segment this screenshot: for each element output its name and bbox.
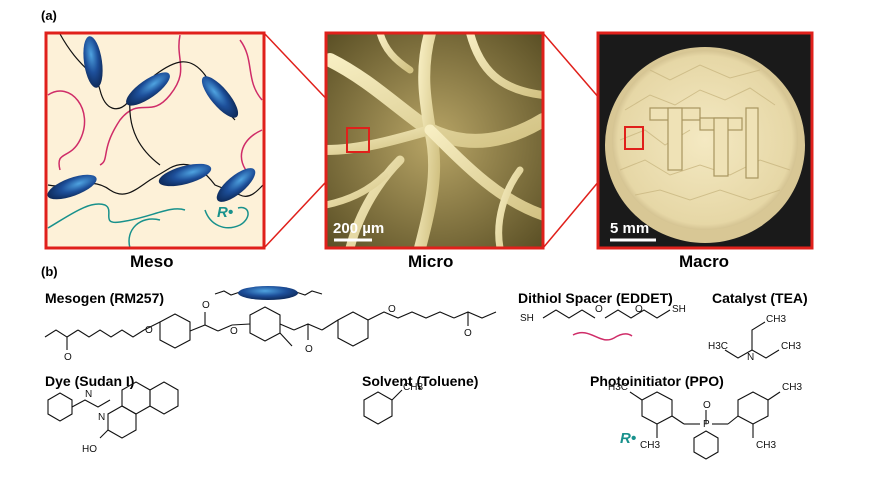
title-photoinitiator: Photoinitiator (PPO) — [590, 373, 724, 389]
mesogen-ellipsoid — [216, 168, 256, 202]
caption-macro: Macro — [679, 252, 730, 271]
caption-meso: Meso — [130, 252, 174, 271]
atom-sh: SH — [672, 304, 686, 315]
meso-panel — [44, 31, 266, 250]
mesogen-ellipsoid — [126, 72, 170, 106]
spacer-chain — [239, 39, 263, 101]
atom-h3c: H3C — [608, 382, 628, 393]
panel-a-label: (a) — [41, 8, 57, 23]
atom-o: O — [464, 328, 472, 339]
sudan-structure — [47, 381, 179, 439]
atom-o: O — [305, 344, 313, 355]
spacer-chain — [47, 90, 86, 171]
atom-sh: SH — [520, 313, 534, 324]
atom-o: O — [703, 400, 711, 411]
atom-ch3: CH3 — [766, 314, 786, 325]
atom-n: N — [85, 389, 92, 400]
mesogen-ellipsoid — [47, 174, 97, 200]
macro-panel — [596, 31, 814, 250]
atom-o: O — [64, 352, 72, 363]
title-solvent: Solvent (Toluene) — [362, 373, 479, 389]
atom-o: O — [145, 325, 153, 336]
mesogen-icon — [238, 286, 298, 300]
meso-radical-label: R• — [217, 204, 233, 221]
micro-panel — [324, 31, 545, 250]
eddet-structure — [542, 309, 671, 319]
ppo-structure — [629, 391, 781, 460]
atom-p: P — [703, 419, 710, 430]
meso-frame — [44, 31, 266, 250]
atom-ch3: CH3 — [781, 341, 801, 352]
atom-n: N — [747, 352, 754, 363]
mesogen-ellipsoid — [201, 76, 239, 118]
atom-ch3: CH3 — [640, 440, 660, 451]
macro-frame — [596, 31, 814, 250]
panel-b-label: (b) — [41, 264, 58, 279]
title-mesogen: Mesogen (RM257) — [45, 290, 165, 306]
mesogen-ellipsoid — [83, 36, 103, 88]
micro-zoom-box — [346, 127, 370, 153]
atom-o: O — [635, 304, 643, 315]
multiscale-figure: R• 200 µm — [44, 31, 814, 250]
atom-h3c: H3C — [708, 341, 728, 352]
spacer-chain — [99, 34, 182, 166]
toluene-structure — [363, 389, 403, 425]
title-dithiol: Dithiol Spacer (EDDET) — [518, 290, 673, 306]
mesogen-icon-tail — [214, 290, 241, 296]
atom-ch3: CH3 — [782, 382, 802, 393]
radical-chain — [128, 218, 161, 248]
atom-ch3: CH3 — [756, 440, 776, 451]
atom-o: O — [388, 304, 396, 315]
caption-micro: Micro — [408, 252, 454, 271]
macro-scale-label: 5 mm — [610, 220, 649, 237]
chemical-structures: O O O O O O O SH O O SH N CH3 H3C CH3 — [44, 286, 802, 460]
spacer-icon — [572, 332, 633, 341]
micro-scale-label: 200 µm — [333, 220, 384, 237]
title-dye: Dye (Sudan I) — [45, 373, 135, 389]
atom-o: O — [595, 304, 603, 315]
atom-n: N — [98, 412, 105, 423]
title-catalyst: Catalyst (TEA) — [712, 290, 808, 306]
ppo-radical-label: R• — [620, 430, 636, 447]
tea-structure — [724, 321, 780, 359]
macro-zoom-box — [624, 126, 644, 150]
radical-chain — [47, 203, 186, 229]
atom-ho: HO — [82, 444, 97, 455]
radical-chain — [204, 206, 249, 229]
rm257-structure — [44, 306, 497, 350]
atom-o: O — [230, 326, 238, 337]
micro-frame — [324, 31, 545, 250]
mesogen-ellipsoid — [158, 163, 212, 187]
atom-o: O — [202, 300, 210, 311]
atom-ch3: CH3 — [403, 382, 423, 393]
